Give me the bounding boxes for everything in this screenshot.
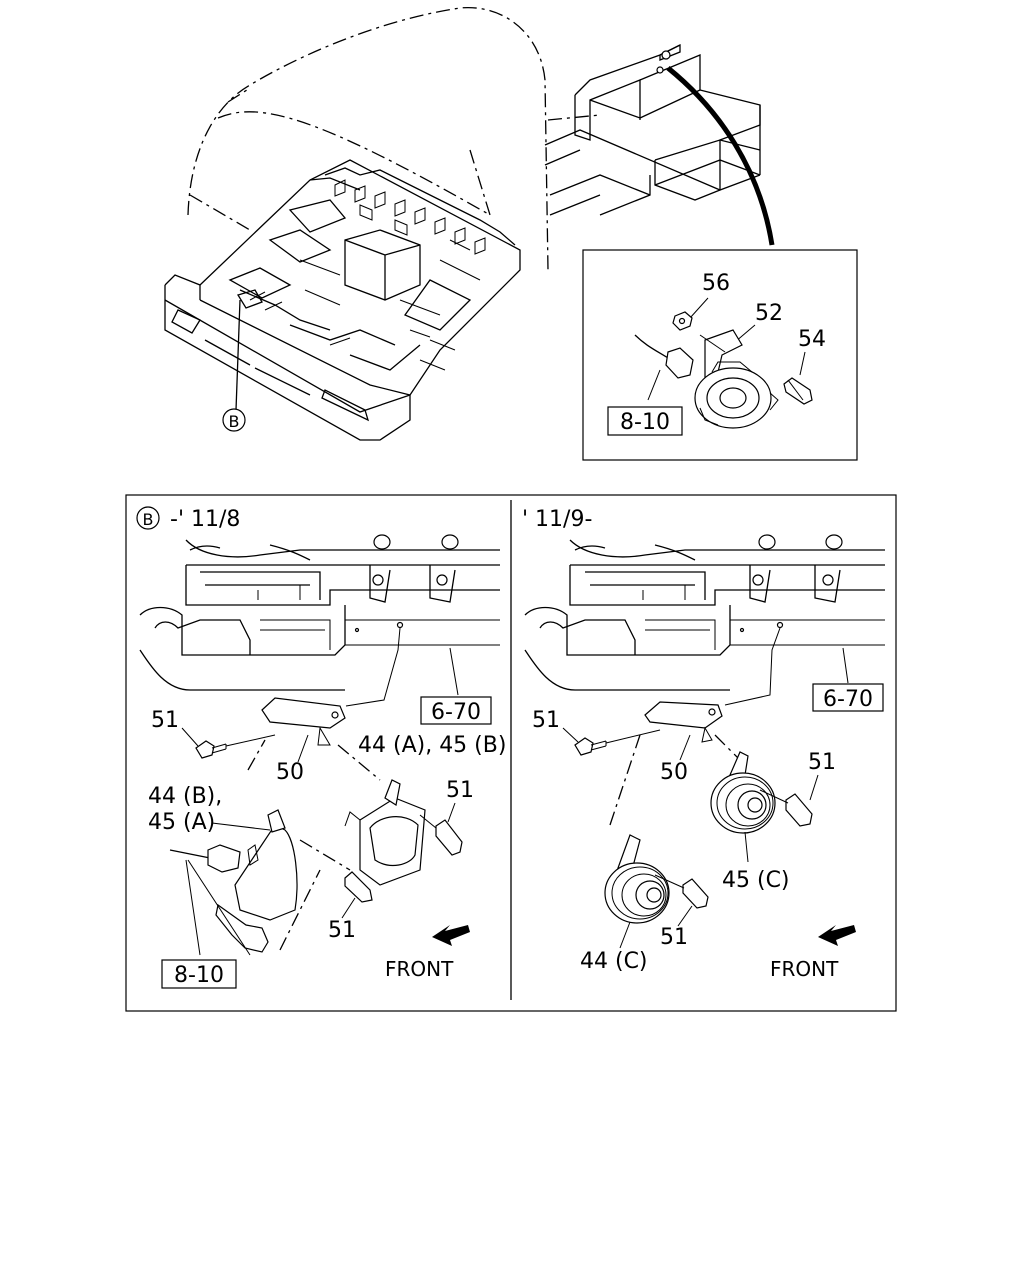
ref-box-6-70-left: [420, 696, 492, 725]
callout-circle-b: [222, 408, 246, 432]
part-label-51-right-c: 51: [660, 925, 688, 950]
bolt-51-right-c: [682, 878, 709, 909]
front-arrow-icon-left: [432, 925, 470, 946]
header-circle-b: [136, 506, 160, 530]
ref-box-8-10-label: 8-10: [620, 410, 670, 435]
part-label-56: 56: [702, 271, 730, 296]
truck-cab-illustration: B: [164, 6, 775, 441]
part-label-51-left-a: 51: [151, 708, 179, 733]
variant-right: ' 11/9-: [522, 507, 885, 981]
part-label-51-right-b: 51: [808, 750, 836, 775]
horn-variants-panel: B -' 11/8: [125, 494, 897, 1012]
ref-box-8-10-left: [161, 959, 237, 989]
part-label-54: 54: [798, 327, 826, 352]
front-label-left: FRONT: [385, 957, 454, 981]
part-label-50-left: 50: [276, 760, 304, 785]
bolt-51-left-c: [344, 871, 373, 903]
bracket-50-left: [261, 697, 346, 729]
bolt-51-right-a: [574, 737, 594, 756]
front-label-right: FRONT: [770, 957, 839, 981]
ref-box-6-70-left-label: 6-70: [431, 700, 481, 725]
part-label-51-left-c: 51: [328, 918, 356, 943]
bracket-50-right: [644, 701, 723, 729]
front-arrow-icon-right: [818, 925, 856, 946]
ref-box-6-70-right: [812, 683, 884, 712]
part-label-44c: 44 (C): [580, 949, 648, 974]
bolt-51-left-b: [435, 819, 463, 856]
detail-inset: 56 52 54 8-10: [582, 249, 858, 461]
bolt-51-right-b: [785, 793, 813, 827]
part-label-51-left-b: 51: [446, 778, 474, 803]
connector-icon-left-b: [215, 903, 269, 953]
part-label-45c: 45 (C): [722, 868, 790, 893]
ref-box-8-10-left-label: 8-10: [174, 963, 224, 988]
bolt-51-left-a: [195, 740, 215, 759]
connector-icon: [665, 347, 694, 379]
part-label-50-right: 50: [660, 760, 688, 785]
part-label-52: 52: [755, 301, 783, 326]
frame-structure-right: [524, 534, 885, 706]
ref-box-6-70-right-label: 6-70: [823, 687, 873, 712]
part-label-44b-line2: 45 (A): [148, 810, 215, 835]
frame-structure-left: [139, 534, 500, 707]
horn-44b-left: [234, 824, 298, 921]
variant-left: B -' 11/8: [136, 506, 506, 989]
part-label-51-right-a: 51: [532, 708, 560, 733]
variant-right-date: ' 11/9-: [522, 507, 592, 532]
ref-box-8-10: [607, 406, 683, 436]
callout-b-label: B: [229, 412, 240, 431]
connector-icon-left-a: [207, 844, 241, 873]
part-label-44a-45b: 44 (A), 45 (B): [358, 733, 506, 758]
header-circle-b-label: B: [143, 510, 154, 529]
part-label-44b-line1: 44 (B),: [148, 784, 222, 809]
variant-left-date: -' 11/8: [170, 507, 240, 532]
